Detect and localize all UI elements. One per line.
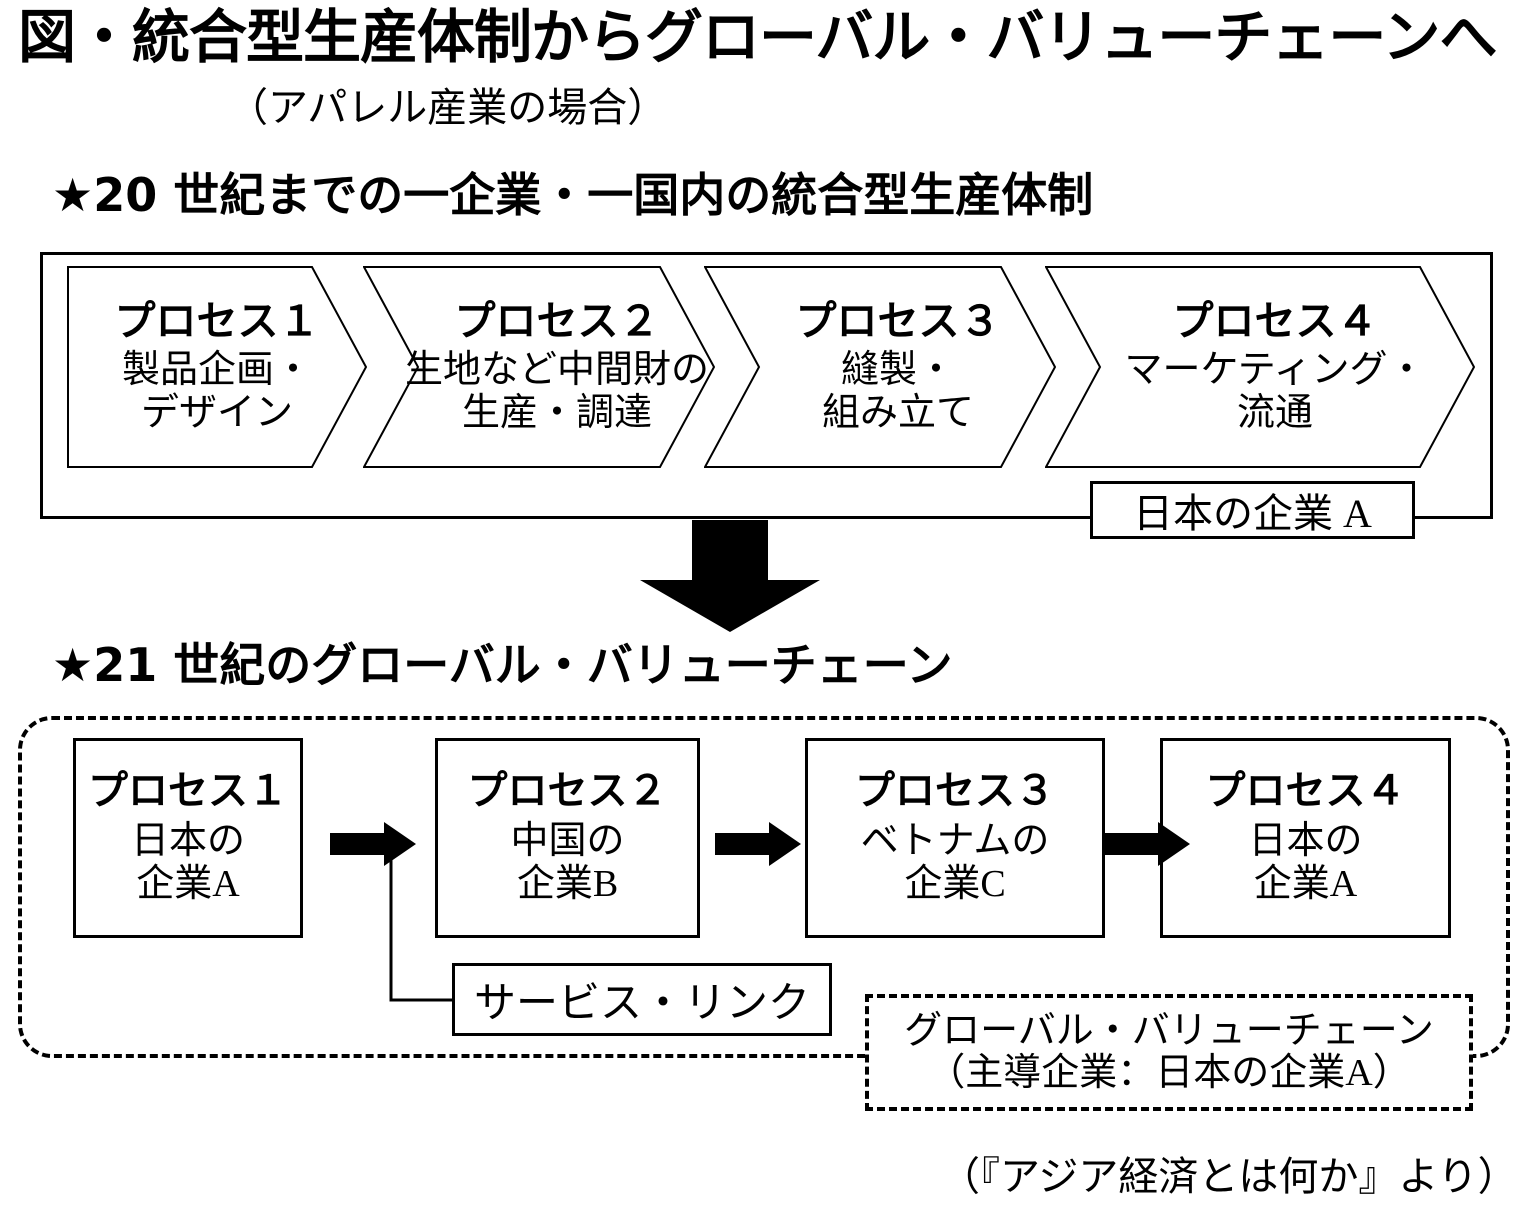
process-title: プロセス１ [114,296,320,345]
flow-arrow-2-icon [715,822,801,866]
section-2-heading: ★21 世紀のグローバル・バリューチェーン [52,638,953,692]
process-line-1: マーケティング・ [1124,348,1426,391]
gvc-caption-box: グローバル・バリューチェーン （主導企業：日本の企業A） [865,994,1473,1111]
process-title: プロセス４ [1172,296,1378,345]
connector-line-icon [389,840,460,1002]
process-line-2: 企業B [516,863,619,905]
process-title: プロセス１ [88,768,288,815]
chevron-shape-icon [1045,266,1475,468]
process-line-2: 流通 [1236,391,1313,434]
process-title: プロセス４ [1205,768,1406,815]
right-arrow-icon [1104,822,1190,866]
service-link-box: サービス・リンク [452,963,832,1036]
right-arrow-icon [330,822,416,866]
company-a-label: 日本の企業 A [1090,481,1415,539]
process-line-1: 縫製・ [840,348,955,391]
process-title: プロセス３ [855,768,1055,815]
source-credit: （『アジア経済とは何か』より） [940,1154,1518,1199]
process-line-1: 製品企画・ [121,348,312,391]
transition-down-arrow-icon [640,520,820,632]
process-line-2: 生産・調達 [461,391,652,434]
service-link-label: サービス・リンク [473,981,810,1027]
process-title: プロセス２ [454,296,660,345]
down-arrow-icon [640,520,820,632]
process-title: プロセス３ [795,296,1001,345]
section-1-heading: ★20 世紀までの一企業・一国内の統合型生産体制 [52,168,1094,222]
gvc-process-box-2: プロセス２ 中国の 企業B [435,738,700,938]
global-value-chain-container [18,716,1510,1058]
gvc-process-box-4: プロセス４ 日本の 企業A [1160,738,1451,938]
flow-arrow-3-icon [1104,822,1190,866]
process-line-2: 組み立て [821,391,974,434]
page-title: 図・統合型生産体制からグローバル・バリューチェーンへ [18,3,1498,71]
gvc-caption-line-1: グローバル・バリューチェーン [904,1009,1434,1052]
process-chevron-1: プロセス１ 製品企画・ デザイン [67,266,367,468]
process-line-2: 企業A [1253,863,1358,905]
process-line-2: 企業A [136,863,240,905]
process-line-2: デザイン [140,391,293,434]
gvc-process-box-1: プロセス１ 日本の 企業A [73,738,303,938]
process-chevron-4: プロセス４ マーケティング・ 流通 [1045,266,1475,468]
chevron-shape-icon [704,266,1056,468]
process-title: プロセス２ [467,768,668,815]
process-line-1: 日本の [130,820,245,863]
service-link-connector [386,840,460,1005]
process-line-1: 日本の [1248,820,1363,863]
process-chevron-3: プロセス３ 縫製・ 組み立て [704,266,1056,468]
right-arrow-icon [715,822,801,866]
flow-arrow-1-icon [330,822,416,866]
chevron-shape-icon [363,266,715,468]
gvc-process-box-3: プロセス３ ベトナムの 企業C [805,738,1105,938]
process-chevron-2: プロセス２ 生地など中間財の 生産・調達 [363,266,715,468]
process-line-1: 中国の [510,820,625,863]
gvc-caption-line-2: （主導企業：日本の企業A） [927,1051,1411,1094]
company-a-text: 日本の企業 A [1133,491,1372,536]
process-line-1: 生地など中間財の [404,348,709,391]
process-line-1: ベトナムの [860,820,1050,863]
process-line-2: 企業C [904,863,1006,905]
chevron-shape-icon [67,266,367,468]
page-subtitle: （アパレル産業の場合） [228,85,668,130]
